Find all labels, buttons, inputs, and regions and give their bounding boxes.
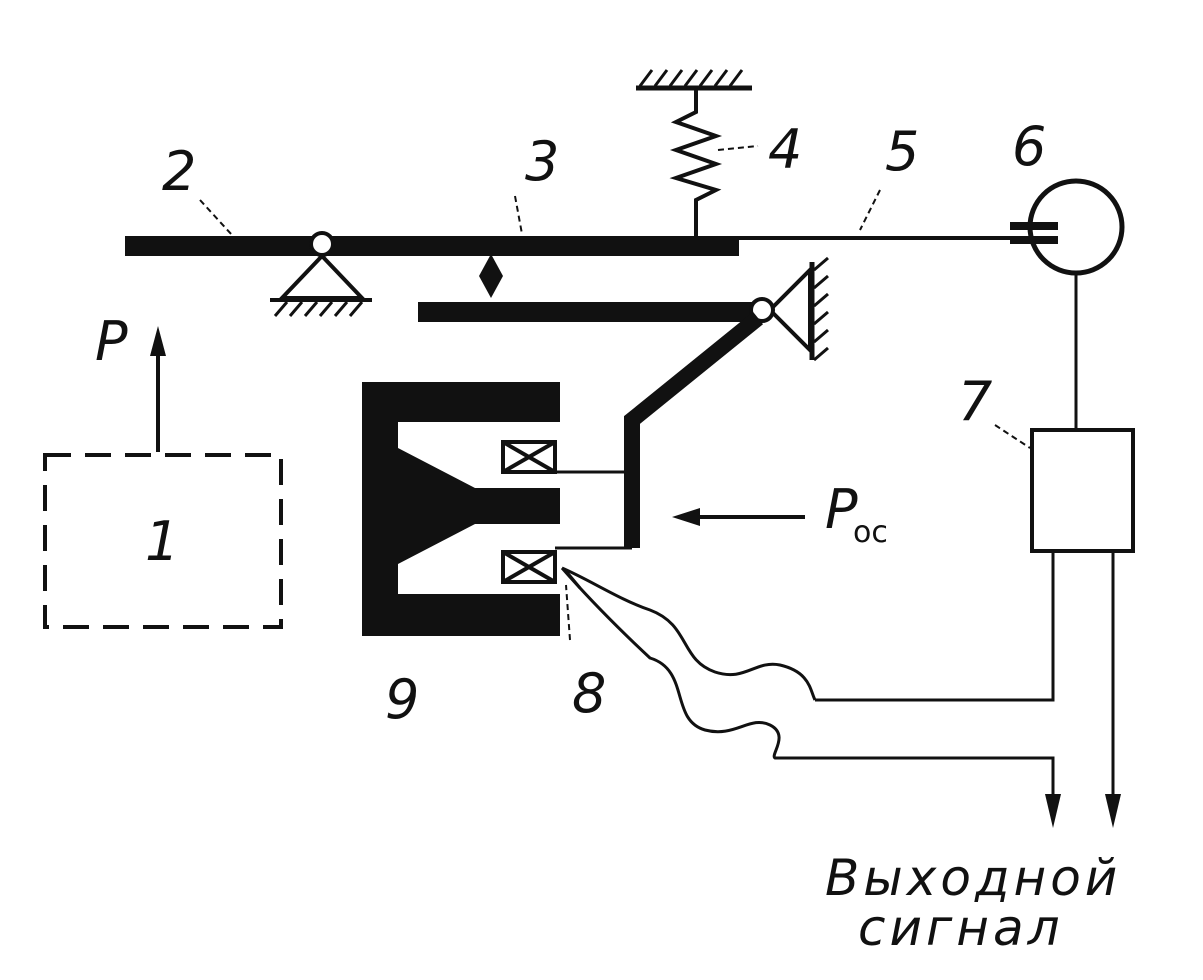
label-lever-2: 2	[162, 140, 196, 203]
feedback-force-arrow	[672, 508, 805, 526]
label-lever-3: 3	[525, 130, 559, 193]
label-rod-5: 5	[885, 120, 919, 183]
label-block-1: 1	[145, 510, 179, 573]
label-coil-8: 8	[572, 662, 606, 725]
label-spring-4: 4	[768, 118, 802, 181]
main-lever	[125, 236, 1012, 256]
converter-block	[1030, 428, 1135, 553]
converter-outputs	[815, 551, 1115, 800]
input-force-arrow	[150, 326, 166, 452]
output-arrow-right	[1105, 794, 1121, 828]
magnet-core	[362, 382, 560, 636]
output-caption-line1: Выходной	[825, 849, 1121, 907]
label-input-force: P	[95, 310, 128, 373]
coil-leads	[560, 566, 1055, 800]
sensor	[1010, 178, 1125, 430]
left-pivot-support	[270, 231, 372, 317]
coil-winding	[501, 440, 557, 584]
leader-lines	[199, 145, 1031, 641]
label-sensor-6: 6	[1012, 115, 1046, 178]
contact-diamond	[479, 254, 503, 298]
label-feedback-subscript: ос	[853, 515, 888, 550]
output-caption-line2: сигнал	[858, 899, 1064, 957]
feedback-lever	[418, 256, 829, 548]
coil-frame	[555, 470, 632, 550]
input-block	[43, 453, 283, 629]
label-converter-7: 7	[958, 370, 992, 433]
spring	[636, 69, 752, 236]
output-arrow-left	[1045, 794, 1061, 828]
label-magnet-9: 9	[385, 668, 419, 731]
label-feedback-force: P	[825, 478, 858, 541]
